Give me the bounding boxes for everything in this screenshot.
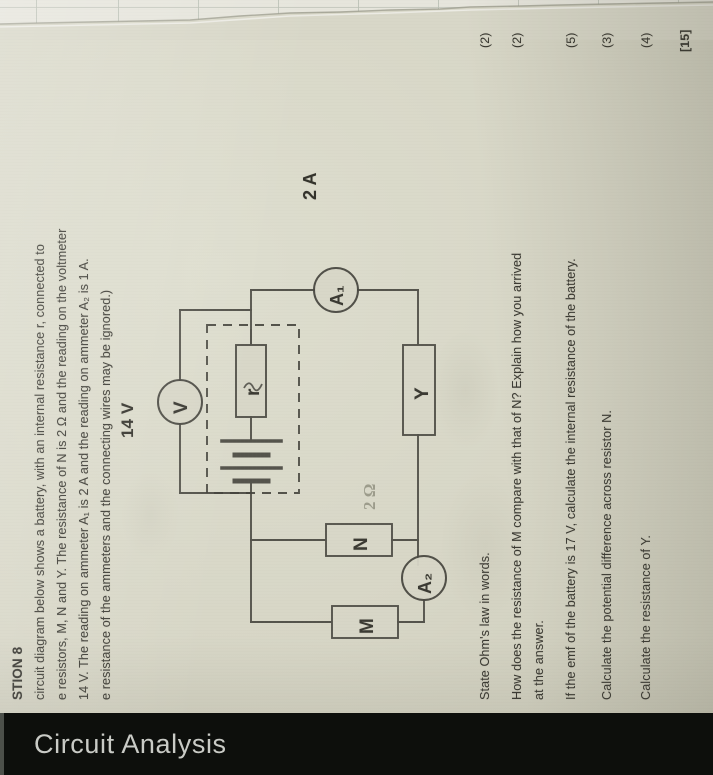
pencil-annotation-2-ohm: 2 Ω bbox=[360, 483, 379, 510]
question-5-marks: (4) bbox=[639, 32, 653, 48]
voltmeter-label: V bbox=[171, 401, 192, 414]
page-heading: STION 8 bbox=[10, 646, 25, 700]
caption-accent-bar bbox=[0, 713, 4, 775]
intro-line-1: circuit diagram below shows a battery, w… bbox=[33, 244, 47, 700]
question-4-marks: (3) bbox=[600, 32, 614, 48]
question-3-line-1: If the emf of the battery is 17 V, calcu… bbox=[564, 258, 578, 700]
intro-line-3: 14 V. The reading on ammeter A₁ is 2 A a… bbox=[77, 258, 91, 700]
question-1-marks: (2) bbox=[478, 32, 492, 48]
ammeter1-label: A₁ bbox=[327, 285, 347, 306]
ammeter1-reading-label: 2 A bbox=[300, 172, 320, 200]
resistor-m-label: M bbox=[357, 618, 378, 634]
ammeter2-label: A₂ bbox=[415, 572, 435, 594]
internal-resistance-label: r bbox=[243, 388, 264, 397]
question-2-line-2: at the answer. bbox=[532, 620, 546, 700]
resistor-n-label: N bbox=[351, 537, 372, 551]
question-3-marks: (5) bbox=[564, 32, 578, 48]
resistor-y-label: Y bbox=[412, 387, 433, 400]
question-2-line-1: How does the resistance of M compare wit… bbox=[510, 252, 524, 700]
question-1-line-1: State Ohm's law in words. bbox=[478, 552, 492, 700]
total-marks: [15] bbox=[678, 29, 692, 52]
caption-bar: Circuit Analysis bbox=[0, 713, 713, 775]
question-4-line-1: Calculate the potential difference acros… bbox=[600, 410, 614, 700]
intro-line-2: e resistors, M, N and Y. The resistance … bbox=[55, 228, 69, 700]
question-2-marks: (2) bbox=[510, 32, 524, 48]
underlying-graph-paper bbox=[0, 0, 713, 34]
caption-label: Circuit Analysis bbox=[34, 728, 227, 759]
battery-enclosure-dashed bbox=[206, 324, 300, 494]
question-5-line-1: Calculate the resistance of Y. bbox=[639, 535, 653, 700]
voltmeter-reading-label: 14 V bbox=[118, 402, 137, 438]
intro-line-4: e resistance of the ammeters and the con… bbox=[99, 289, 113, 700]
